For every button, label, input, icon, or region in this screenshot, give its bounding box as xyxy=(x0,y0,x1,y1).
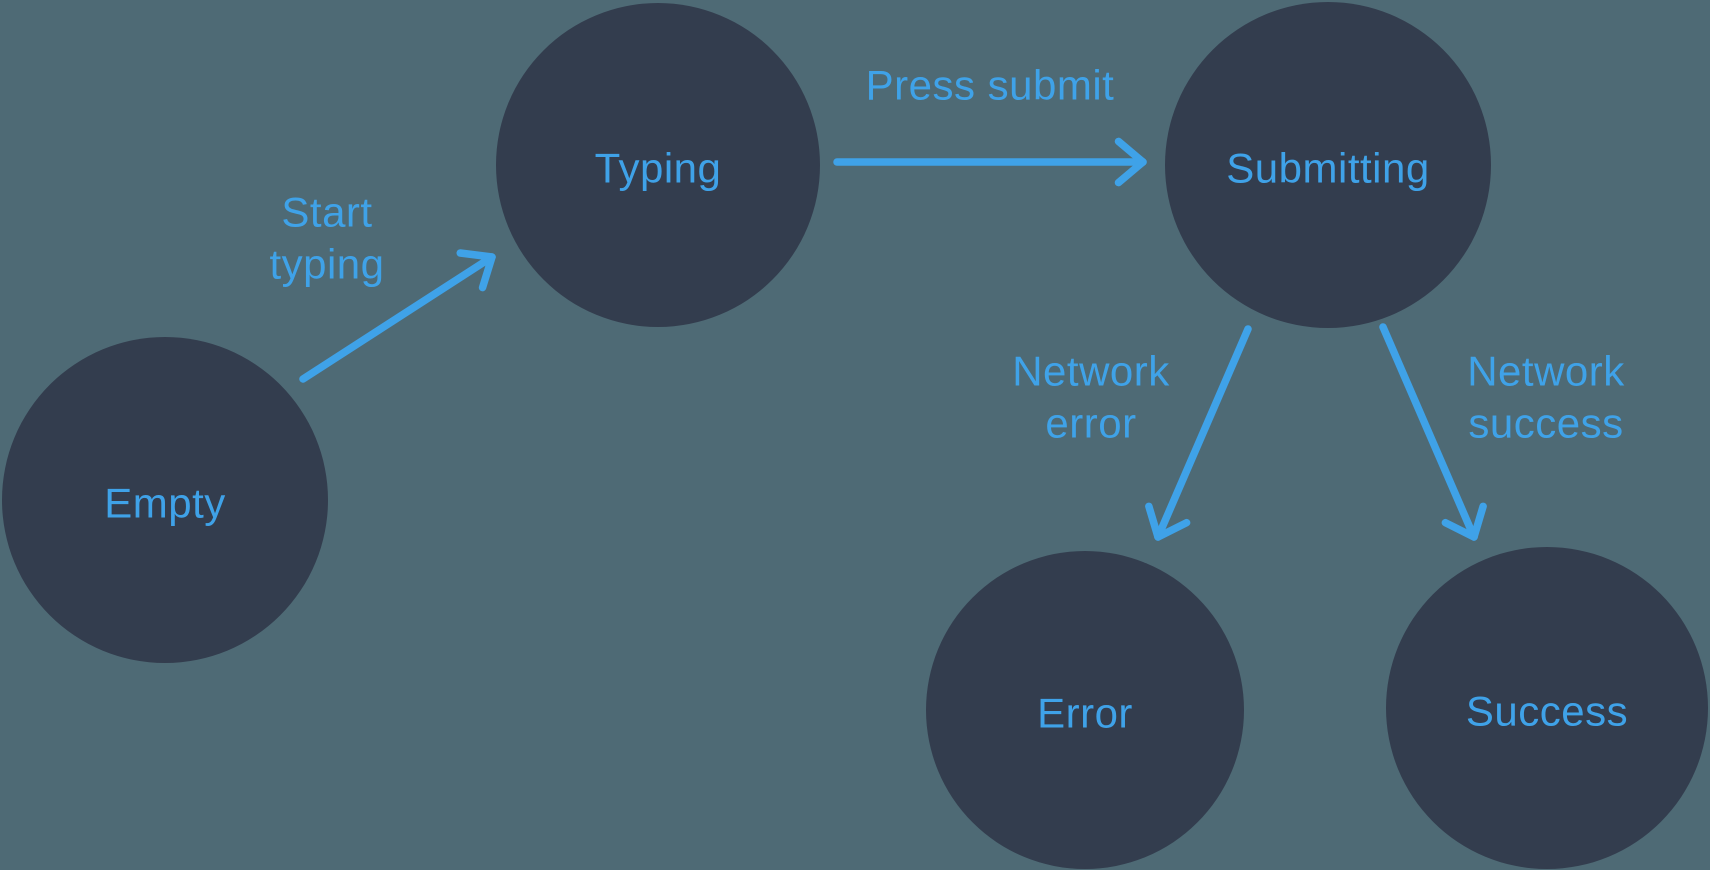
edge-arrowhead-network-success xyxy=(1441,502,1487,541)
edge-arrowhead-press-submit xyxy=(1114,137,1147,187)
edge-label-start-typing-line1: Start xyxy=(281,189,372,236)
edge-network-success: Network success xyxy=(1379,323,1625,541)
state-node-success: Success xyxy=(1386,547,1708,869)
edge-press-submit: Press submit xyxy=(833,62,1147,187)
state-node-typing: Typing xyxy=(496,3,820,327)
state-node-label-error: Error xyxy=(1037,690,1133,737)
state-node-label-empty: Empty xyxy=(104,480,226,527)
edge-label-network-success-line1: Network xyxy=(1467,348,1625,395)
state-node-circle-typing xyxy=(496,3,820,327)
state-node-circle-empty xyxy=(2,337,328,663)
edge-line-network-success xyxy=(1379,323,1478,541)
edge-arrowhead-network-error xyxy=(1145,502,1191,541)
edge-network-error: Network error xyxy=(1012,325,1252,541)
edge-arrowhead-start-typing xyxy=(456,249,496,292)
state-node-label-submitting: Submitting xyxy=(1226,145,1429,192)
state-node-error: Error xyxy=(926,551,1244,869)
state-node-circle-success xyxy=(1386,547,1708,869)
edge-label-network-success-line2: success xyxy=(1468,400,1623,447)
state-node-label-success: Success xyxy=(1466,688,1628,735)
state-node-label-typing: Typing xyxy=(595,145,722,192)
edge-label-network-error-line2: error xyxy=(1045,400,1136,447)
edge-start-typing: Start typing xyxy=(269,189,496,383)
state-node-empty: Empty xyxy=(2,337,328,663)
state-node-submitting: Submitting xyxy=(1165,2,1491,328)
state-node-circle-error xyxy=(926,551,1244,869)
state-node-circle-submitting xyxy=(1165,2,1491,328)
edge-label-press-submit-line1: Press submit xyxy=(866,62,1115,109)
edge-label-start-typing-line2: typing xyxy=(269,241,384,288)
edge-line-start-typing xyxy=(299,253,496,383)
edge-line-network-error xyxy=(1154,325,1252,541)
edge-label-network-error-line1: Network xyxy=(1012,348,1170,395)
